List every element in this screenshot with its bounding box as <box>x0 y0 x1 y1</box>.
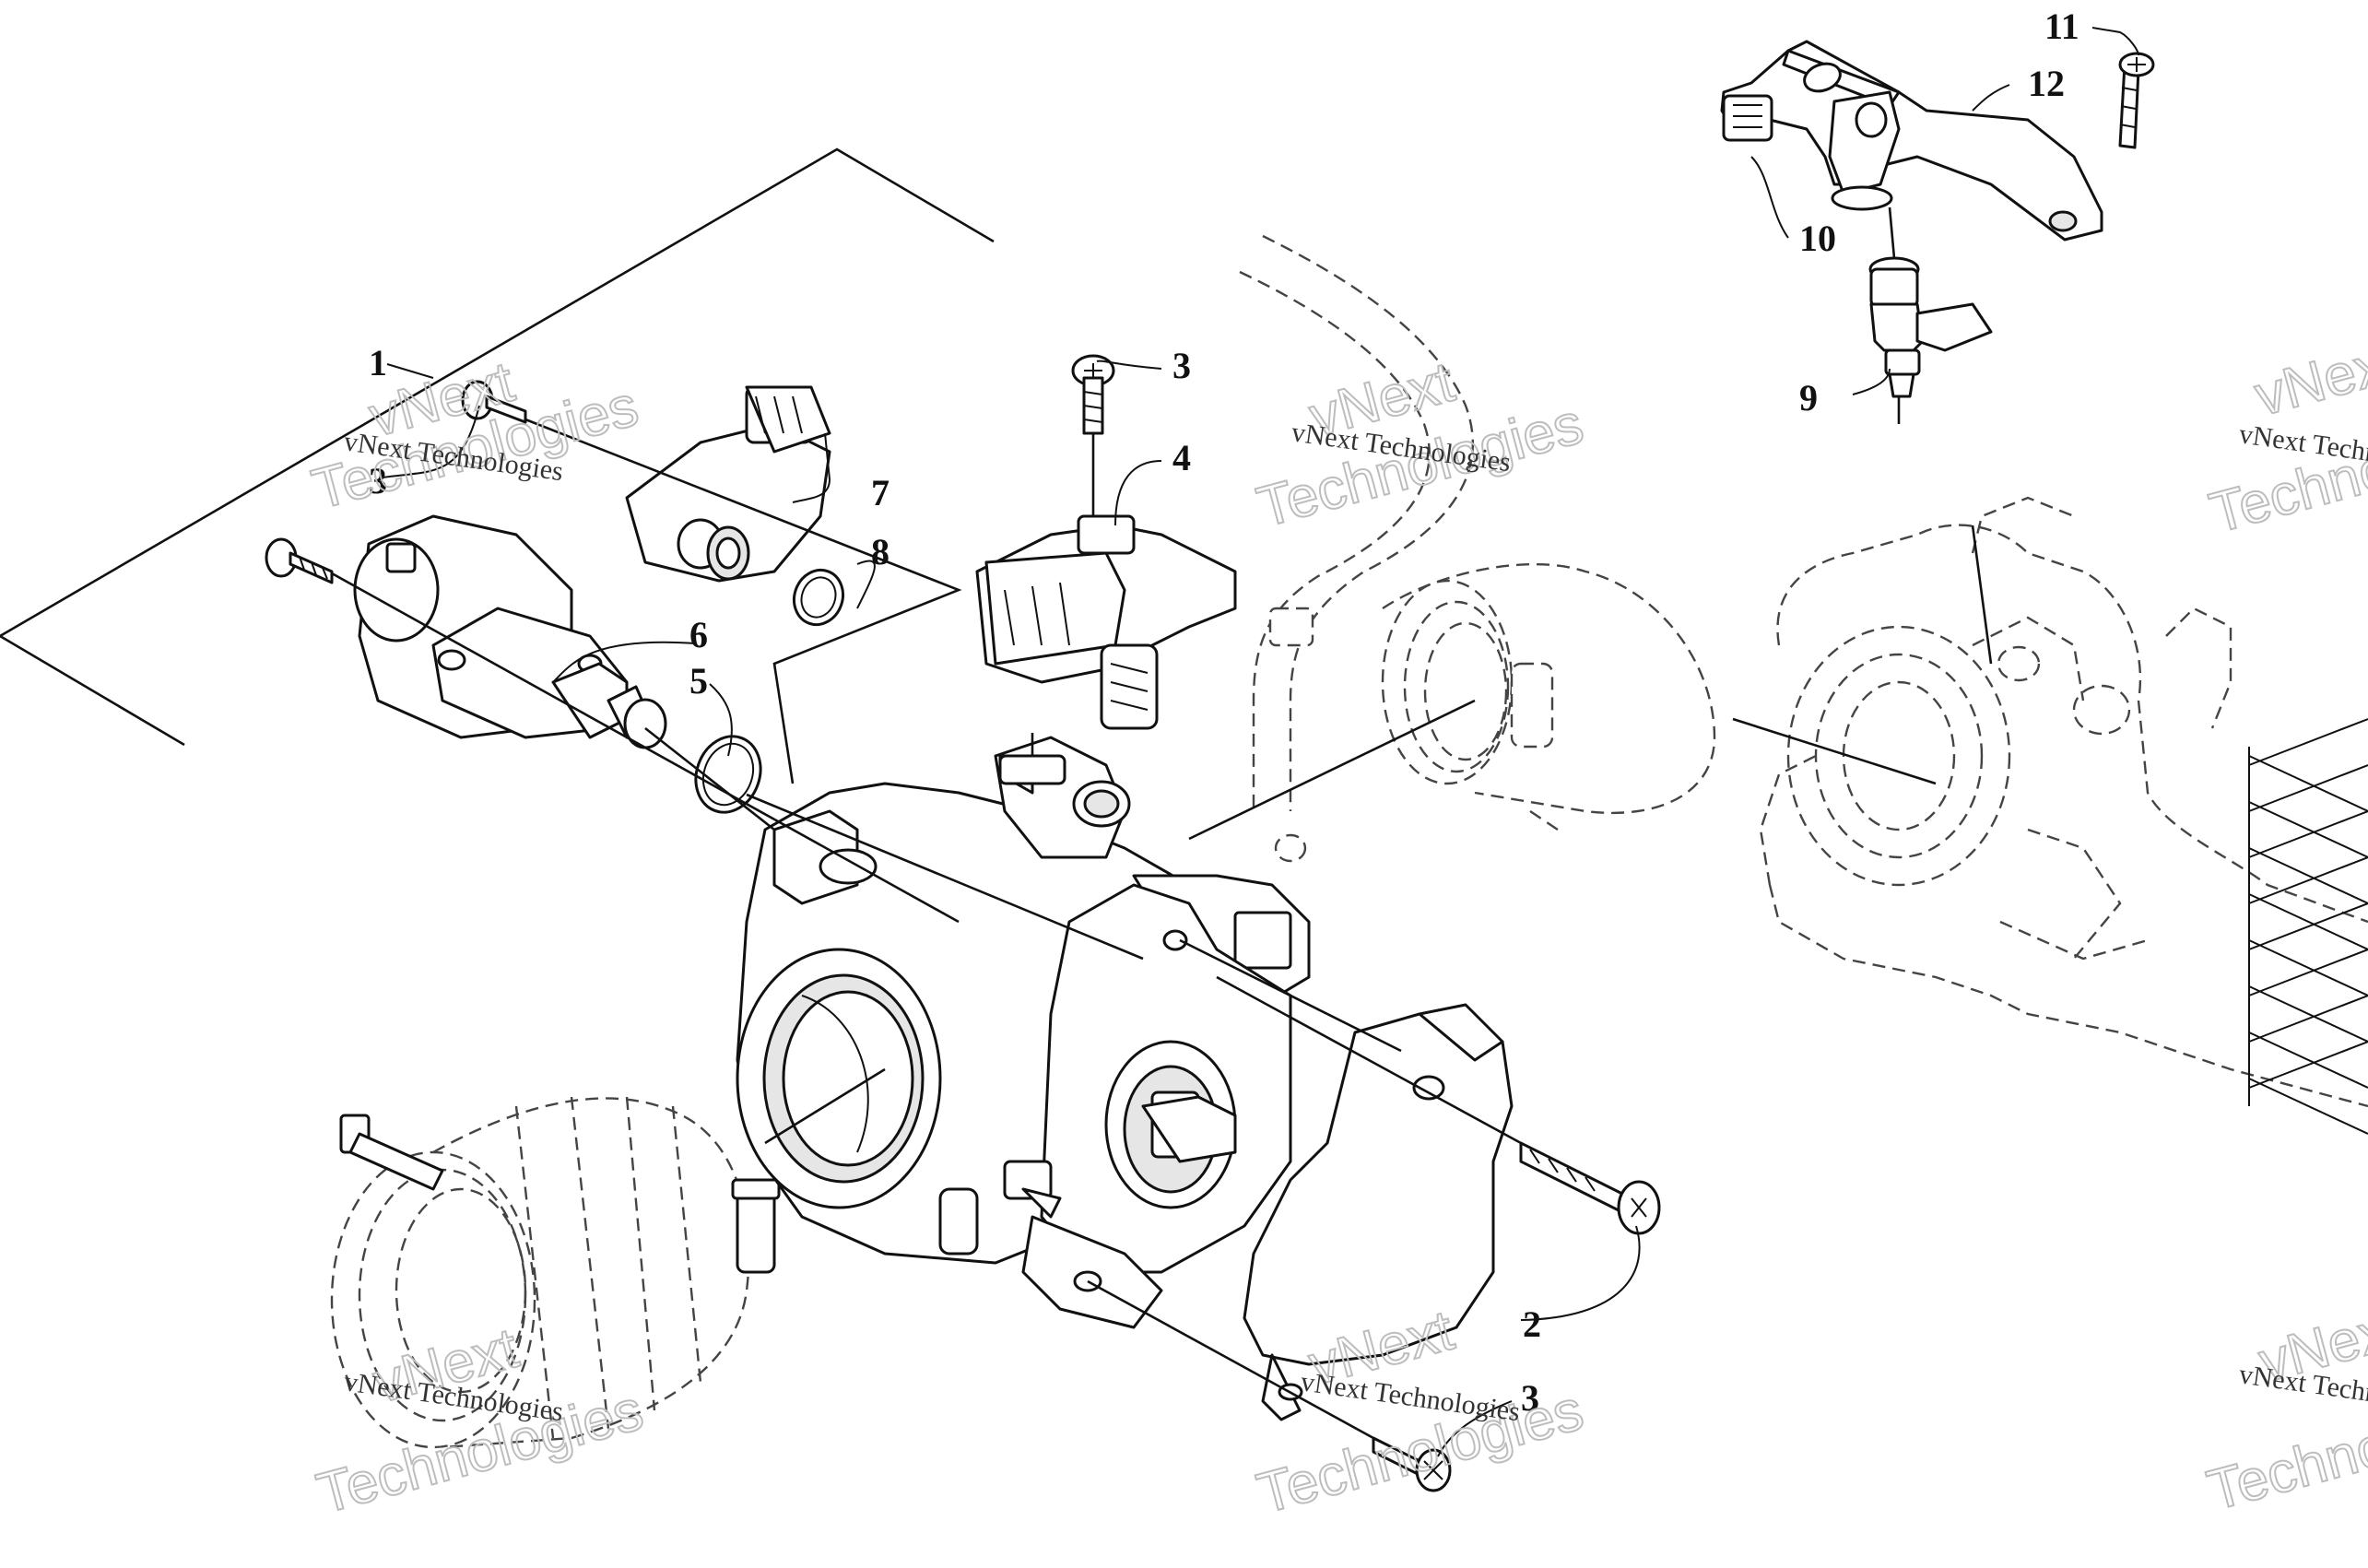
leader-lines <box>331 27 2139 1457</box>
bottom-screw <box>1372 1436 1452 1492</box>
callout-5: 5 <box>689 660 708 701</box>
manifold-mesh-grille <box>2248 718 2368 1135</box>
engine-manifold-outline <box>1759 496 2368 1135</box>
callout-1: 1 <box>369 342 387 383</box>
throttle-body <box>736 736 1311 1329</box>
callout-6: 6 <box>689 614 708 655</box>
callout-3-map-screw: 3 <box>1172 345 1191 386</box>
watermark-vnext: vNext <box>2248 329 2368 429</box>
idle-air-control-valve <box>353 514 667 749</box>
throttle-position-sensor <box>625 385 831 583</box>
map-screw <box>1071 354 1115 435</box>
o-ring-item-8 <box>793 568 844 627</box>
callout-labels: 1 2 3 3 3 4 5 6 7 8 9 10 11 12 <box>369 6 2079 1419</box>
iac-screw <box>265 537 334 584</box>
callout-12: 12 <box>2028 63 2065 104</box>
map-sensor <box>975 514 1237 730</box>
assembly-bracket-outline <box>0 147 995 747</box>
callout-3-iac-screw: 3 <box>369 460 387 501</box>
cover-screw <box>1519 1141 1661 1235</box>
tps-screw <box>461 380 527 424</box>
callout-4: 4 <box>1172 437 1191 478</box>
callout-7: 7 <box>871 472 889 513</box>
callout-3-bottom-screw: 3 <box>1521 1377 1539 1419</box>
callout-10: 10 <box>1799 218 1836 259</box>
intake-elbow-dashed <box>1381 562 1716 831</box>
callout-11: 11 <box>2044 6 2079 47</box>
fuel-injector <box>1868 256 1993 398</box>
callout-8: 8 <box>871 531 889 572</box>
fuel-rail-screw <box>1803 52 2155 149</box>
vacuum-hose-dashed <box>1239 234 1475 863</box>
watermark-text: vNext Technologies <box>1299 1366 1522 1427</box>
o-ring-item-5 <box>694 735 762 814</box>
callout-2: 2 <box>1523 1303 1541 1345</box>
intake-boot-dashed <box>330 1096 781 1449</box>
callout-9: 9 <box>1799 377 1818 419</box>
